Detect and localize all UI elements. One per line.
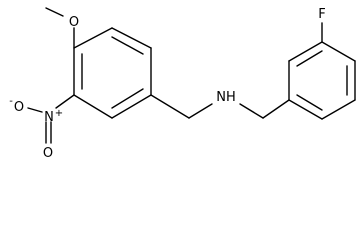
ch2-ring2-bond [262,99,290,119]
ring2-bond-2 [288,41,323,62]
amine-nh-label: NH [216,90,236,105]
nitro-upper-oxygen-label: O [14,100,24,115]
methoxy-group: O [45,7,79,49]
nitro-ring-bond [55,94,75,109]
ring1-inner-double-1 [111,36,144,55]
nitro-upper-oxygen-bond [27,107,43,113]
ring2-bond-3 [321,41,356,62]
ring1-inner-double-2 [111,88,144,109]
fluorine-substituent: F [318,7,326,43]
amine-linker: NH [150,90,290,119]
fluorine-label: F [318,7,325,22]
nitro-group: N + O - O [9,94,75,161]
ring1-bond-5 [73,94,113,119]
methyl-bond [45,7,64,17]
nitro-lower-oxygen-label: O [43,146,53,161]
ring1-bond-2 [111,27,152,49]
chemical-structure-diagram: O N + O - O NH [9,7,356,161]
fluorobenzene-ring [288,41,356,120]
ch2-nh-bond [188,103,213,119]
ring1-bond-1 [73,27,113,49]
ring2-bond-6 [288,99,323,120]
ring2-inner-double-1 [296,50,323,67]
nitro-upper-oxygen-charge: - [9,96,13,107]
nitro-nitrogen-label: N [44,110,54,125]
nh-ch2-bond [239,103,264,119]
ring2-inner-double-3 [296,94,323,111]
ring1-bond-4 [111,94,152,119]
nitro-methoxy-benzene-ring [73,27,152,119]
methoxy-oxygen-label: O [69,15,79,30]
nitro-nitrogen-charge: + [55,108,63,119]
ring1-ch2-bond [150,94,190,119]
ring2-bond-5 [321,99,356,120]
